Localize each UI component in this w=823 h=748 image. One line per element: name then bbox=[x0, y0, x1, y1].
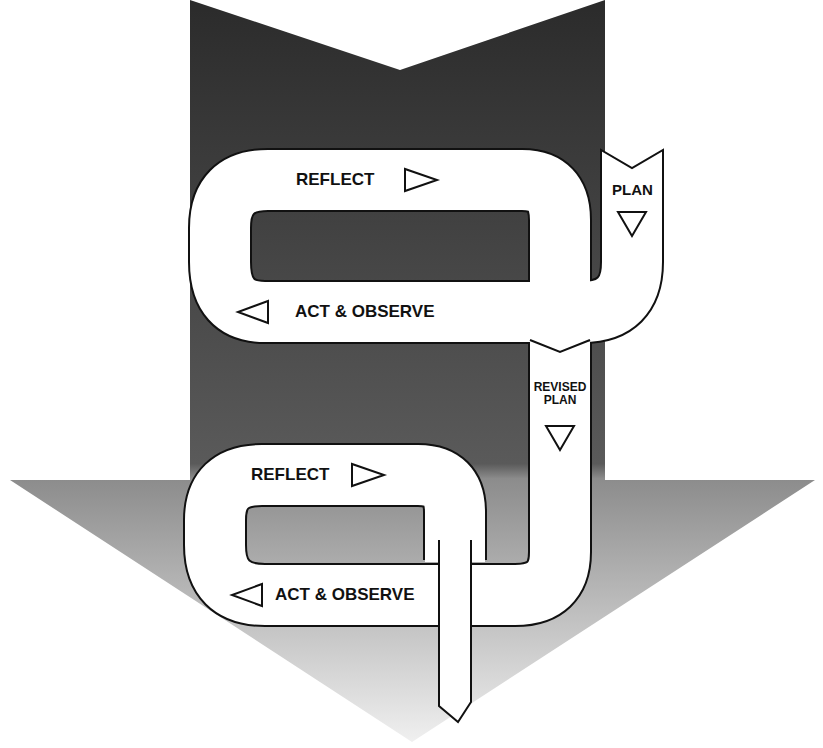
revised-notch bbox=[530, 340, 590, 352]
stage-label: ACT & OBSERVE bbox=[275, 586, 415, 604]
stage-label: ACT & OBSERVE bbox=[295, 303, 435, 321]
plan-tail bbox=[601, 150, 663, 200]
direction-marks bbox=[232, 169, 646, 606]
big-arrow bbox=[10, 0, 815, 742]
stage-label: REVISED PLAN bbox=[529, 381, 591, 406]
stage-label: PLAN bbox=[612, 182, 653, 198]
band-tail-edge bbox=[439, 540, 471, 722]
stage-label: REFLECT bbox=[251, 466, 329, 484]
plan-tail-edge bbox=[601, 150, 663, 200]
stage-label: REFLECT bbox=[296, 171, 374, 189]
band-tail bbox=[439, 540, 471, 722]
band-outline bbox=[215, 180, 632, 595]
band-fill bbox=[215, 180, 632, 595]
